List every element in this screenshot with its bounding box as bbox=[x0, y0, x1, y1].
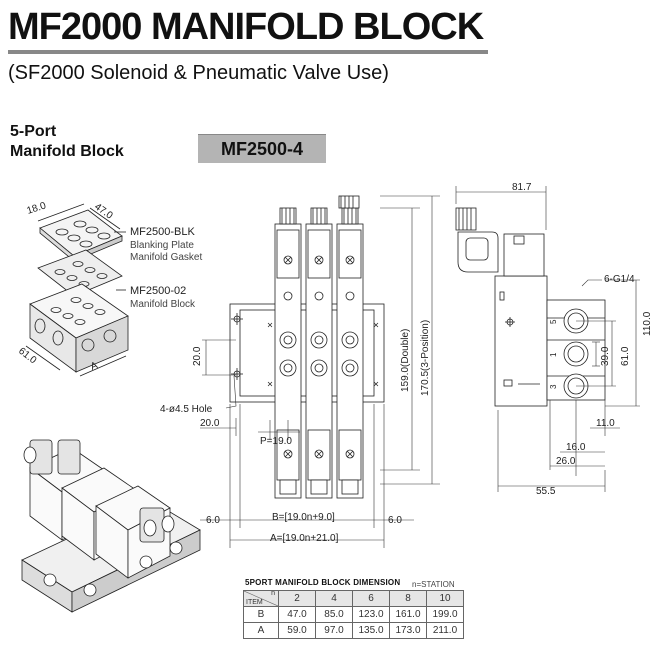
model-badge: MF2500-4 bbox=[198, 134, 326, 163]
side-dim-39: 39.0 bbox=[600, 346, 611, 366]
iso-gasket bbox=[37, 249, 123, 297]
front-dim-hole: 4-ø4.5 Hole bbox=[160, 404, 213, 415]
front-dim-159: 159.0(Double) bbox=[400, 329, 411, 392]
front-dim-6-right: 6.0 bbox=[388, 515, 402, 526]
iso-manifold-block bbox=[29, 283, 129, 373]
front-dim-20-vertical: 20.0 bbox=[192, 346, 203, 366]
front-dim-pitch: P=19.0 bbox=[260, 436, 292, 447]
table-row-label: A bbox=[243, 622, 279, 639]
manifold-block-code: MF2500-02 bbox=[130, 285, 187, 297]
table-cell: 97.0 bbox=[315, 622, 353, 639]
table-cell: 59.0 bbox=[278, 622, 316, 639]
table-header-cell: 6 bbox=[352, 590, 390, 607]
front-dim-20-horizontal: 20.0 bbox=[200, 418, 220, 429]
dimension-table-title: 5PORT MANIFOLD BLOCK DIMENSION bbox=[245, 578, 401, 587]
table-cell: 161.0 bbox=[389, 606, 427, 623]
side-port-5: 5 bbox=[549, 319, 558, 324]
table-cell: 47.0 bbox=[278, 606, 316, 623]
side-view bbox=[455, 207, 606, 407]
dimension-table-note: n=STATION bbox=[412, 580, 455, 589]
side-dim-port: 6-G1/4 bbox=[604, 274, 635, 285]
front-dim-b: B=[19.0n+9.0] bbox=[272, 512, 335, 523]
table-row: A 59.0 97.0 135.0 173.0 211.0 bbox=[243, 622, 464, 639]
manifold-block-desc: Manifold Block bbox=[130, 299, 196, 310]
side-port-1: 1 bbox=[549, 352, 558, 357]
front-dim-a: A=[19.0n+21.0] bbox=[270, 533, 339, 544]
table-cell: 85.0 bbox=[315, 606, 353, 623]
side-dim-555: 55.5 bbox=[536, 486, 556, 497]
table-cell: 211.0 bbox=[426, 622, 464, 639]
table-row: B 47.0 85.0 123.0 161.0 199.0 bbox=[243, 606, 464, 623]
blanking-plate-code: MF2500-BLK bbox=[130, 226, 195, 238]
section-heading: 5-Port Manifold Block bbox=[10, 122, 124, 162]
table-cell: 135.0 bbox=[352, 622, 390, 639]
table-corner-item: ITEM bbox=[246, 599, 263, 606]
blanking-plate-desc: Blanking Plate bbox=[130, 240, 194, 251]
section-heading-line1: 5-Port bbox=[10, 123, 57, 140]
side-dim-11: 11.0 bbox=[596, 418, 615, 429]
table-cell: 173.0 bbox=[389, 622, 427, 639]
iso-dim-61: 61.0 bbox=[16, 346, 38, 367]
table-header-row: n ITEM 2 4 6 8 10 bbox=[243, 590, 464, 607]
section-heading-line2: Manifold Block bbox=[10, 143, 124, 160]
table-row-label: B bbox=[243, 606, 279, 623]
table-cell: 123.0 bbox=[352, 606, 390, 623]
side-dim-110: 110.0 bbox=[642, 311, 653, 336]
table-header-cell: 10 bbox=[426, 590, 464, 607]
table-corner-cell: n ITEM bbox=[243, 590, 279, 607]
title-underline bbox=[8, 50, 488, 54]
gasket-desc: Manifold Gasket bbox=[130, 252, 203, 263]
iso-dim-a: A bbox=[89, 360, 100, 373]
side-dim-26: 26.0 bbox=[556, 456, 576, 467]
iso-assembly bbox=[21, 439, 201, 613]
front-dim-1705: 170.5(3-Position) bbox=[420, 320, 431, 396]
dimension-table: n ITEM 2 4 6 8 10 B 47.0 85.0 123.0 161.… bbox=[243, 590, 464, 639]
table-header-cell: 8 bbox=[389, 590, 427, 607]
table-header-cell: 4 bbox=[315, 590, 353, 607]
page-title: MF2000 MANIFOLD BLOCK bbox=[8, 6, 484, 48]
table-cell: 199.0 bbox=[426, 606, 464, 623]
front-view bbox=[229, 195, 385, 499]
page-subtitle: (SF2000 Solenoid & Pneumatic Valve Use) bbox=[8, 62, 389, 84]
side-port-3: 3 bbox=[549, 384, 558, 389]
iso-dim-18: 18.0 bbox=[26, 200, 48, 217]
front-dim-6-left: 6.0 bbox=[206, 515, 220, 526]
side-dim-16: 16.0 bbox=[566, 442, 586, 453]
side-dim-817: 81.7 bbox=[512, 182, 532, 193]
table-corner-n: n bbox=[271, 590, 275, 597]
table-header-cell: 2 bbox=[278, 590, 316, 607]
side-dim-61: 61.0 bbox=[620, 346, 631, 366]
table-corner-diagonal bbox=[244, 591, 278, 606]
